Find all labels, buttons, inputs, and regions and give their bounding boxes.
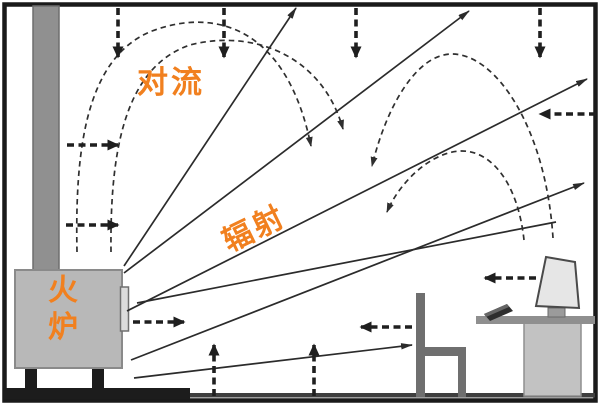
radiation-arrow-icon <box>130 182 585 361</box>
desk-top <box>476 316 595 324</box>
keyboard-icon <box>484 304 513 321</box>
convection-loop-outer <box>75 21 313 253</box>
convection-arch-large <box>370 53 554 239</box>
monitor-icon <box>534 255 581 318</box>
desk-pedestal <box>523 322 582 397</box>
convection-loops <box>75 21 554 253</box>
radiation-line <box>136 221 557 304</box>
stove-icon <box>4 269 190 399</box>
stove-handle <box>119 286 130 332</box>
convection-arrows <box>66 8 596 396</box>
chimney-icon <box>32 5 60 273</box>
radiation-arrow-icon <box>133 343 413 379</box>
chair-icon <box>416 293 466 397</box>
radiation-arrow-icon <box>123 10 470 274</box>
floor-line <box>186 393 595 398</box>
desk-icon <box>476 316 595 397</box>
radiation-rays <box>123 7 588 379</box>
stove-label: 火炉 <box>48 273 78 345</box>
convection-arch-small <box>386 150 525 241</box>
radiation-arrow-icon <box>126 78 588 312</box>
convection-loop-inner <box>110 39 344 253</box>
convection-label: 对流 <box>137 65 205 101</box>
